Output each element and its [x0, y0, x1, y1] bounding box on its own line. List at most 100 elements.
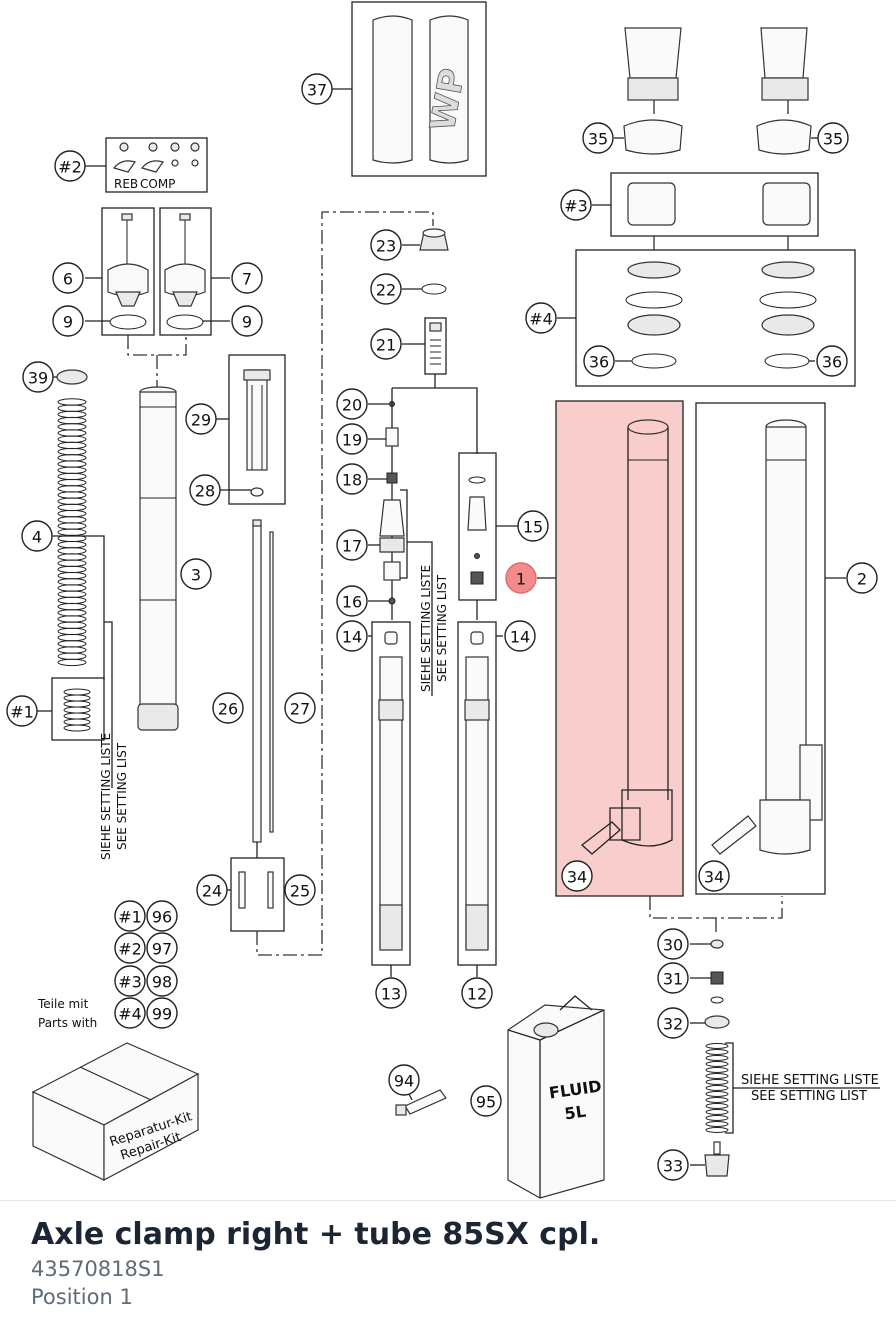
callout-k3b[interactable]: 98	[146, 965, 178, 997]
callout-c30[interactable]: 30	[657, 928, 689, 960]
part-29-piston-rod-head[interactable]	[215, 354, 286, 505]
part-22-o-ring[interactable]	[402, 283, 447, 295]
part-32-piston[interactable]	[690, 1015, 730, 1029]
part-37-sleeves[interactable]: WP	[330, 1, 487, 177]
callout-c25[interactable]: 25	[284, 874, 316, 906]
callout-c3[interactable]: 3	[180, 558, 212, 590]
part-19-valve[interactable]	[368, 427, 399, 447]
callout-c15[interactable]: 15	[517, 510, 549, 542]
part-24-pin[interactable]	[227, 871, 246, 909]
part-28-washer[interactable]	[218, 487, 264, 497]
callout-c39[interactable]: 39	[22, 361, 54, 393]
callout-c9a[interactable]: 9	[52, 305, 84, 337]
callout-h2[interactable]: #2	[54, 150, 86, 182]
part-36-o-ring-left[interactable]	[615, 353, 677, 369]
callout-k2a[interactable]: #2	[114, 932, 146, 964]
part-27-rod[interactable]	[269, 531, 274, 833]
callout-c35a[interactable]: 35	[582, 122, 614, 154]
callout-c17[interactable]: 17	[336, 529, 368, 561]
svg-text:35: 35	[823, 130, 843, 149]
callout-k1a[interactable]: #1	[114, 900, 146, 932]
part-15-valve-assembly[interactable]	[458, 452, 518, 620]
part-4-fork-spring[interactable]	[57, 398, 87, 667]
part-95-fork-fluid-can[interactable]: FLUID 5L	[507, 995, 605, 1199]
part-23-nut[interactable]	[402, 228, 449, 251]
callout-c94[interactable]: 94	[388, 1064, 420, 1096]
callout-h4[interactable]: #4	[525, 302, 557, 334]
callout-k4b[interactable]: 99	[146, 997, 178, 1029]
repair-kit-box[interactable]: Reparatur-Kit Repair-Kit	[31, 1042, 200, 1181]
callout-c35b[interactable]: 35	[817, 122, 849, 154]
svg-text:39: 39	[28, 369, 48, 388]
callout-c6[interactable]: 6	[52, 262, 84, 294]
callout-c1[interactable]: 1	[505, 562, 537, 594]
callout-c20[interactable]: 20	[336, 388, 368, 420]
part-12-cartridge[interactable]	[457, 621, 503, 977]
callout-k2b[interactable]: 97	[146, 932, 178, 964]
part-31-nut[interactable]	[690, 971, 724, 1004]
svg-text:94: 94	[394, 1072, 414, 1091]
callout-c95[interactable]: 95	[470, 1085, 502, 1117]
callout-c29[interactable]: 29	[185, 403, 217, 435]
callout-c31[interactable]: 31	[657, 962, 689, 994]
callout-c14a[interactable]: 14	[336, 620, 368, 652]
callout-c33[interactable]: 33	[657, 1149, 689, 1181]
part-13-cartridge[interactable]	[368, 621, 411, 977]
part-35-dust-seal-right[interactable]	[756, 27, 818, 155]
part-group-1-spacer-box[interactable]	[37, 677, 105, 741]
part-group-4-seals[interactable]	[557, 249, 856, 387]
part-2-axle-clamp-left-tube[interactable]	[695, 402, 846, 895]
callout-h1[interactable]: #1	[6, 695, 38, 727]
callout-c36b[interactable]: 36	[816, 345, 848, 377]
part-20-ball[interactable]	[368, 401, 395, 407]
callout-c13[interactable]: 13	[375, 977, 407, 1009]
part-group-3-bushings[interactable]	[592, 172, 819, 237]
exploded-parts-diagram: WP REB COMP	[6, 1, 880, 1199]
callout-c4[interactable]: 4	[21, 520, 53, 552]
part-39-spring-seat[interactable]	[50, 369, 88, 385]
part-33-base-valve[interactable]	[690, 1141, 730, 1177]
callout-c23[interactable]: 23	[370, 229, 402, 261]
callout-c32[interactable]: 32	[657, 1007, 689, 1039]
callout-c37[interactable]: 37	[301, 73, 333, 105]
callout-c36a[interactable]: 36	[583, 345, 615, 377]
callout-c21[interactable]: 21	[370, 328, 402, 360]
svg-text:#3: #3	[564, 197, 588, 216]
callout-k4a[interactable]: #4	[114, 997, 146, 1029]
svg-text:34: 34	[567, 868, 587, 887]
part-30-washer[interactable]	[690, 939, 724, 949]
svg-text:7: 7	[242, 270, 252, 289]
part-36-o-ring-right[interactable]	[764, 353, 815, 369]
callout-c34a[interactable]: 34	[561, 860, 593, 892]
part-group-2-adjusters[interactable]: REB COMP	[84, 137, 208, 193]
part-16-ball[interactable]	[368, 597, 396, 605]
callout-c19[interactable]: 19	[336, 423, 368, 455]
callout-c16[interactable]: 16	[336, 585, 368, 617]
callout-h3[interactable]: #3	[560, 189, 592, 221]
callout-c2[interactable]: 2	[846, 562, 878, 594]
callout-c7[interactable]: 7	[231, 262, 263, 294]
part-6-fork-cap[interactable]	[85, 207, 155, 336]
part-18-nut[interactable]	[368, 472, 398, 484]
callout-c12[interactable]: 12	[461, 977, 493, 1009]
callout-c34b[interactable]: 34	[698, 860, 730, 892]
callout-k3a[interactable]: #3	[114, 965, 146, 997]
callout-c22[interactable]: 22	[370, 273, 402, 305]
part-17-shim-stack[interactable]	[368, 489, 408, 581]
part-1-axle-clamp-right-tube[interactable]	[537, 400, 684, 897]
part-7-fork-cap[interactable]	[159, 207, 230, 336]
callout-c24[interactable]: 24	[196, 874, 228, 906]
callout-c18[interactable]: 18	[336, 463, 368, 495]
callout-c28[interactable]: 28	[189, 474, 221, 506]
part-3-cartridge-tube[interactable]	[137, 386, 179, 731]
svg-text:21: 21	[376, 336, 396, 355]
callout-c26[interactable]: 26	[212, 692, 244, 724]
svg-text:20: 20	[342, 396, 362, 415]
callout-c27[interactable]: 27	[284, 692, 316, 724]
part-21-valve-box[interactable]	[402, 317, 447, 375]
part-26-damper-rod[interactable]	[252, 519, 262, 843]
callout-c14b[interactable]: 14	[504, 620, 536, 652]
callout-c9b[interactable]: 9	[231, 305, 263, 337]
callout-k1b[interactable]: 96	[146, 900, 178, 932]
part-35-dust-seal-left[interactable]	[614, 27, 683, 155]
